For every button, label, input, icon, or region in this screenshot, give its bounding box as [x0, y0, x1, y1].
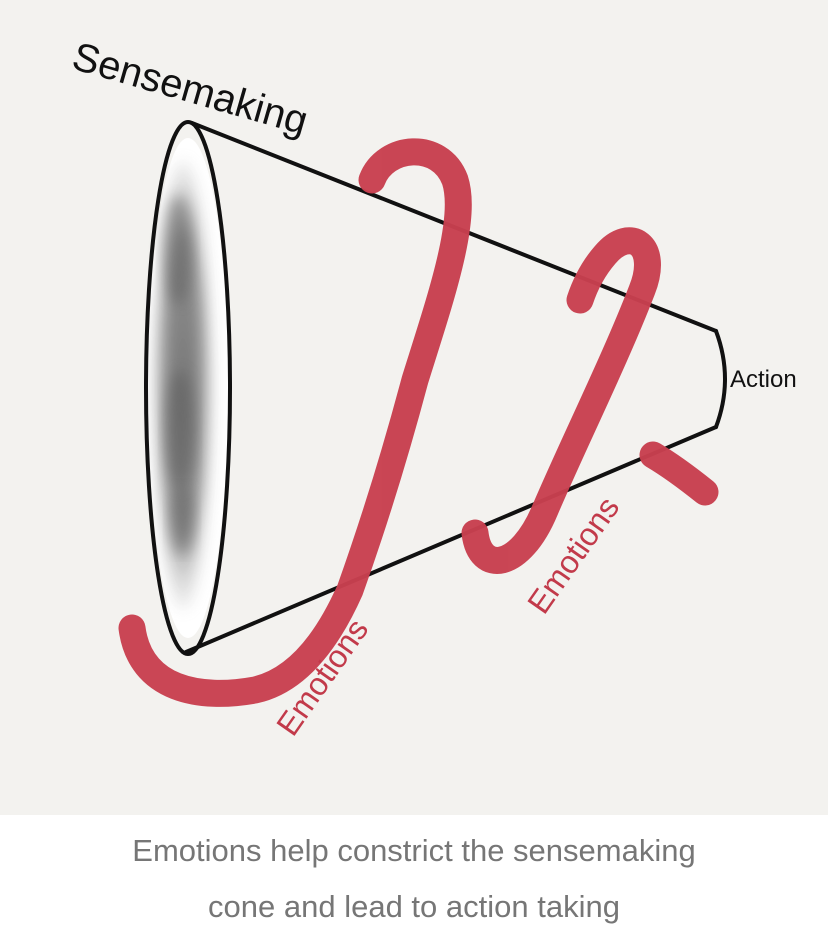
- emotion-spiral-loop-1: [118, 138, 472, 707]
- label-sensemaking: Sensemaking: [68, 34, 313, 143]
- figure-caption: Emotions help constrict the sensemaking …: [0, 815, 828, 942]
- emotion-spiral-loop-2: [461, 227, 661, 574]
- emotion-spiral: [118, 138, 719, 707]
- label-action: Action: [730, 366, 797, 393]
- cone-diagram: Sensemaking Action Emotions Emotions: [0, 0, 828, 815]
- cone-narrow-end: [714, 329, 727, 429]
- cone-opening-rim: [144, 120, 232, 656]
- cone-diagram-svg: Sensemaking Action Emotions Emotions: [68, 34, 797, 742]
- caption-line-1: Emotions help constrict the sensemaking: [132, 832, 696, 868]
- cone-opening-shadow: [148, 138, 228, 638]
- cone-outline: [144, 120, 727, 656]
- caption-line-2: cone and lead to action taking: [208, 888, 620, 924]
- emotion-spiral-tail: [639, 441, 719, 506]
- cone-lower-edge: [184, 425, 718, 654]
